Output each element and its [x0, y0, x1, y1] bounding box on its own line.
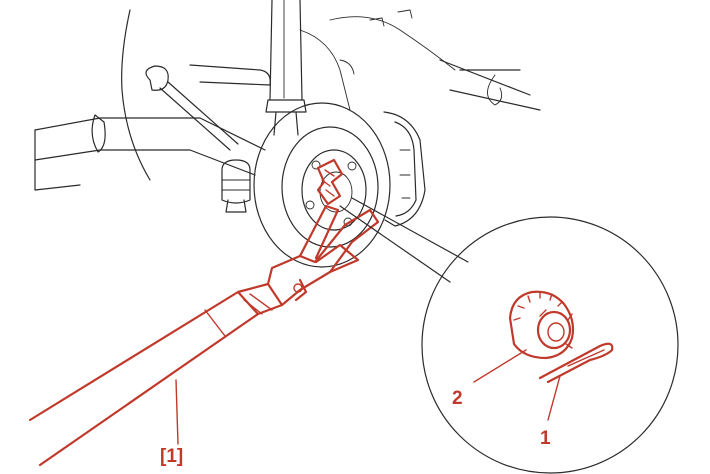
detail-callout	[339, 197, 679, 474]
suspension-assembly	[34, 0, 541, 268]
cotter-pin	[538, 342, 614, 384]
callout-label-part-2: 2	[452, 388, 463, 409]
body-panels	[121, 9, 541, 181]
control-arm	[34, 64, 271, 213]
tool-leader-line	[175, 379, 179, 445]
special-tool	[28, 158, 380, 467]
callout-label-tool: [1]	[160, 446, 183, 467]
castle-nut	[508, 290, 575, 360]
callout-label-part-1: 1	[540, 428, 551, 449]
magnified-detail-circle	[421, 216, 679, 474]
brake-caliper	[383, 111, 426, 227]
